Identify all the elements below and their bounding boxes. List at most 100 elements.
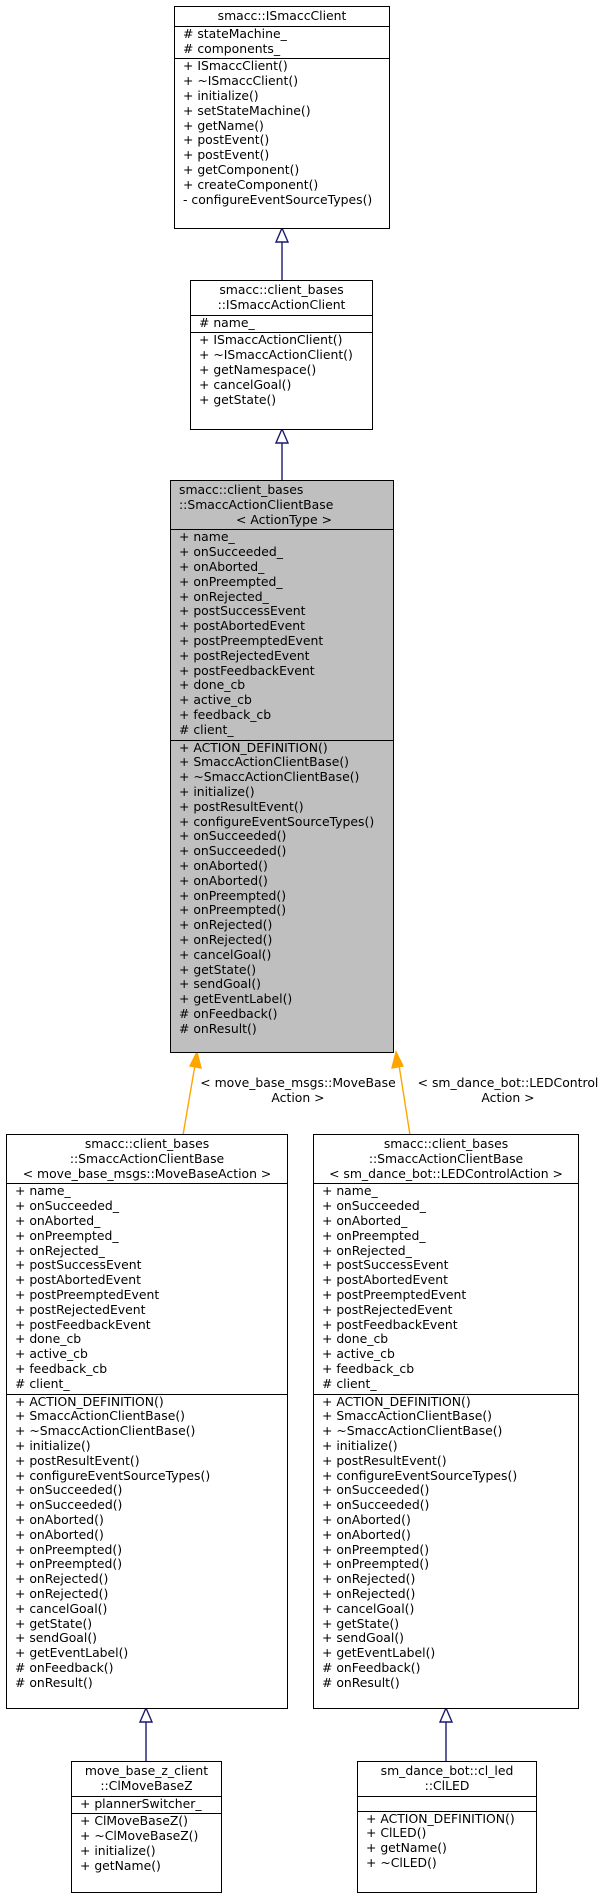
attribute: + plannerSwitcher_: [80, 1795, 202, 1811]
method: + getState(): [15, 1615, 93, 1631]
method: + ISmaccClient(): [183, 58, 288, 74]
attribute: + name_: [15, 1183, 71, 1199]
method: + initialize(): [80, 1842, 156, 1858]
method: + configureEventSourceTypes(): [179, 813, 375, 829]
method: + ~ISmaccActionClient(): [199, 347, 353, 363]
attribute: + onSucceeded_: [179, 544, 283, 560]
attribute: + postPreemptedEvent: [15, 1286, 160, 1302]
class-box-action-client-base[interactable]: smacc::client_bases::SmaccActionClientBa…: [170, 480, 394, 1053]
attribute: + onRejected_: [179, 588, 269, 604]
attribute: + postSuccessEvent: [322, 1257, 449, 1273]
attribute: + postFeedbackEvent: [15, 1316, 151, 1332]
edge-label-move-base: < move_base_msgs::MoveBase Action >: [192, 1075, 404, 1106]
attribute: + active_cb: [15, 1346, 88, 1362]
method: + initialize(): [183, 87, 259, 103]
method: + ~SmaccActionClientBase(): [15, 1423, 196, 1439]
attribute: + postRejectedEvent: [322, 1301, 453, 1317]
class-name-line: ::ClLED: [424, 1777, 470, 1793]
attribute: + active_cb: [179, 692, 252, 708]
attribute: + done_cb: [15, 1331, 82, 1347]
attribute: + onSucceeded_: [15, 1198, 119, 1214]
class-name-line: ::ClMoveBaseZ: [100, 1777, 193, 1793]
attribute: + postSuccessEvent: [15, 1257, 142, 1273]
method: + ~SmaccActionClientBase(): [322, 1423, 503, 1439]
attribute: + feedback_cb: [322, 1360, 415, 1376]
method: + SmaccActionClientBase(): [322, 1408, 492, 1424]
methods-section: + ISmaccClient()+ ~ISmaccClient()+ initi…: [175, 59, 389, 209]
method: - configureEventSourceTypes(): [183, 191, 373, 207]
class-box-cl-move-base-z[interactable]: move_base_z_client::ClMoveBaseZ+ planner…: [71, 1761, 222, 1893]
method: + SmaccActionClientBase(): [179, 754, 349, 770]
method: + postResultEvent(): [322, 1452, 447, 1468]
inherit-edge-cl-move-base-z: [138, 1706, 154, 1761]
method: + ACTION_DEFINITION(): [322, 1393, 471, 1409]
method: + ACTION_DEFINITION(): [15, 1393, 164, 1409]
edge-label-line: < sm_dance_bot::LEDControl: [417, 1075, 599, 1090]
attribute: # name_: [199, 314, 255, 330]
method: + cancelGoal(): [15, 1600, 108, 1616]
method: + createComponent(): [183, 176, 319, 192]
attribute: + name_: [179, 529, 235, 545]
attribute: + postRejectedEvent: [15, 1301, 146, 1317]
method: + cancelGoal(): [179, 946, 272, 962]
method: + onSucceeded(): [179, 828, 287, 844]
method: + cancelGoal(): [322, 1600, 415, 1616]
attribute: + done_cb: [322, 1331, 389, 1347]
method: + ACTION_DEFINITION(): [179, 739, 328, 755]
attribute: + name_: [322, 1183, 378, 1199]
method: + onRejected(): [322, 1571, 416, 1587]
method: + ~ISmaccClient(): [183, 73, 299, 89]
attributes-section: + name_+ onSucceeded_+ onAborted_+ onPre…: [314, 1183, 578, 1395]
attribute: + postFeedbackEvent: [322, 1316, 458, 1332]
attribute: + onRejected_: [15, 1242, 105, 1258]
edge-label-line: < move_base_msgs::MoveBase: [200, 1075, 396, 1090]
class-box-led-client-base[interactable]: smacc::client_bases::SmaccActionClientBa…: [313, 1134, 579, 1709]
method: + onRejected(): [15, 1571, 109, 1587]
class-box-ismacc-action-client[interactable]: smacc::client_bases::ISmaccActionClient#…: [190, 280, 373, 430]
method: + ClMoveBaseZ(): [80, 1813, 188, 1829]
attributes-section: # stateMachine_# components_: [175, 25, 389, 60]
method: + ~ClLED(): [366, 1854, 437, 1870]
method: + onRejected(): [179, 931, 273, 947]
attribute: + onPreempted_: [15, 1227, 119, 1243]
class-title: smacc::client_bases::ISmaccActionClient: [191, 281, 372, 316]
attribute: + postFeedbackEvent: [179, 662, 315, 678]
method: + initialize(): [15, 1437, 91, 1453]
attribute: # client_: [15, 1375, 70, 1391]
attribute: + onPreempted_: [179, 573, 283, 589]
class-name-line: ::SmaccActionClientBase: [179, 496, 334, 512]
class-name-line: < sm_dance_bot::LEDControlAction >: [329, 1165, 563, 1181]
attribute: # client_: [179, 721, 234, 737]
method: + getEventLabel(): [322, 1645, 436, 1661]
method: # onFeedback(): [179, 1005, 278, 1021]
attributes-section: + name_+ onSucceeded_+ onAborted_+ onPre…: [171, 529, 393, 741]
method: + cancelGoal(): [199, 376, 292, 392]
attribute: + onPreempted_: [322, 1227, 426, 1243]
method: + onPreempted(): [179, 902, 287, 918]
class-box-move-base-client-base[interactable]: smacc::client_bases::SmaccActionClientBa…: [6, 1134, 288, 1709]
method: + onAborted(): [179, 872, 268, 888]
class-name-line: ::SmaccActionClientBase: [69, 1150, 225, 1166]
method: + getState(): [179, 961, 257, 977]
methods-section: + ACTION_DEFINITION()+ ClLED()+ getName(…: [358, 1811, 536, 1873]
method: + getState(): [199, 391, 277, 407]
attribute: + onAborted_: [179, 558, 265, 574]
attribute: + done_cb: [179, 677, 246, 693]
method: + onSucceeded(): [322, 1497, 430, 1513]
class-box-cl-led[interactable]: sm_dance_bot::cl_led::ClLED+ ACTION_DEFI…: [357, 1761, 537, 1893]
method: + onSucceeded(): [322, 1482, 430, 1498]
class-box-ismacc-client[interactable]: smacc::ISmaccClient# stateMachine_# comp…: [174, 6, 390, 229]
inherit-edge-action-client-base: [274, 427, 290, 480]
method: + onPreempted(): [15, 1556, 123, 1572]
methods-section: + ClMoveBaseZ()+ ~ClMoveBaseZ()+ initial…: [72, 1814, 221, 1875]
class-title: sm_dance_bot::cl_led::ClLED: [358, 1762, 536, 1797]
attribute: # stateMachine_: [183, 25, 287, 41]
method: + postResultEvent(): [179, 798, 304, 814]
class-title: smacc::client_bases::SmaccActionClientBa…: [314, 1135, 578, 1185]
template-edge-led: [391, 1049, 411, 1136]
method: + ISmaccActionClient(): [199, 332, 343, 348]
attributes-section: + name_+ onSucceeded_+ onAborted_+ onPre…: [7, 1183, 287, 1395]
attribute: + onAborted_: [322, 1212, 408, 1228]
